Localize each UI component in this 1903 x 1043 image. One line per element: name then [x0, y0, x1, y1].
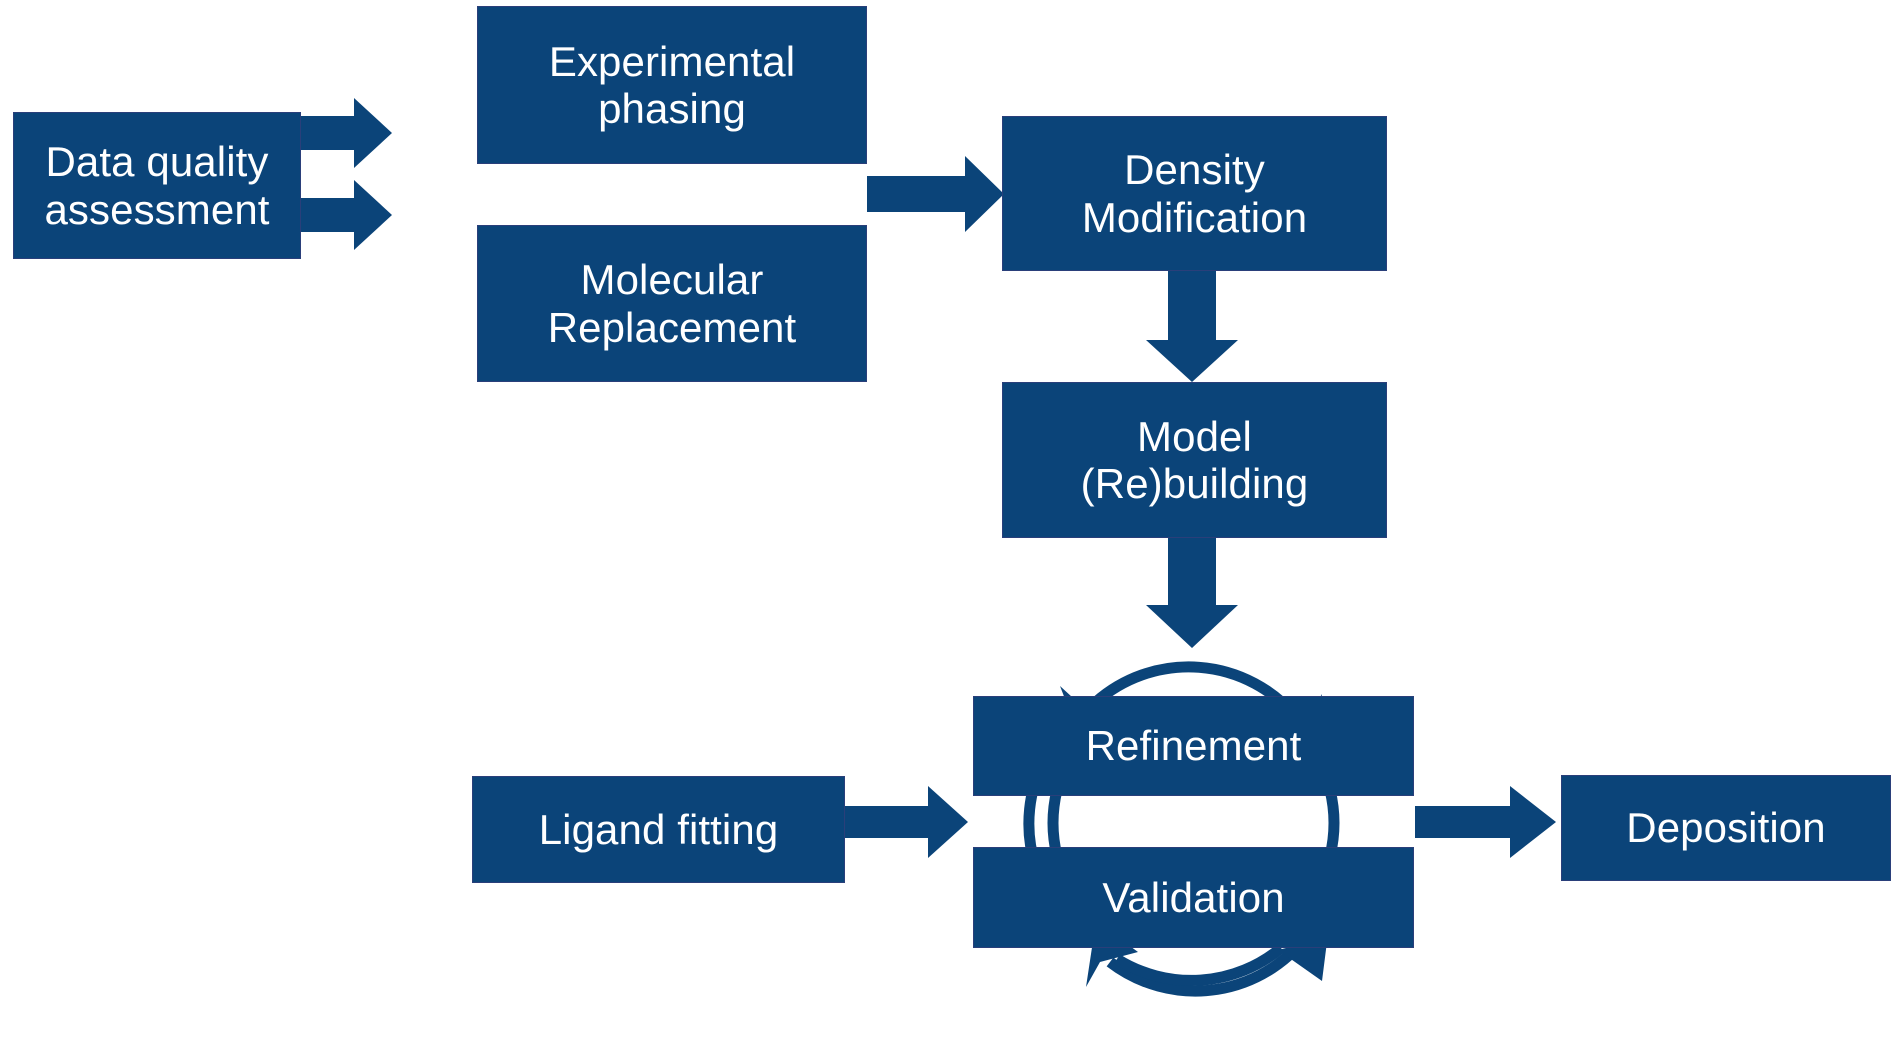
node-label: Ligand fitting [538, 805, 779, 853]
node-deposition[interactable]: Deposition [1561, 775, 1891, 881]
node-molecular-replacement[interactable]: Molecular Replacement [477, 225, 867, 382]
node-label: Data quality assessment [44, 138, 270, 233]
arrow-cycle-to-deposition [1415, 786, 1556, 858]
cycle-arrowhead-4 [1278, 918, 1330, 981]
cycle-arc-4 [1114, 943, 1285, 986]
node-ligand-fitting[interactable]: Ligand fitting [472, 776, 845, 883]
node-model-rebuilding[interactable]: Model (Re)building [1002, 382, 1387, 538]
node-validation[interactable]: Validation [973, 847, 1414, 948]
node-label: Deposition [1626, 804, 1826, 852]
arrow-model-to-cycle [1146, 538, 1238, 648]
arrow-density-to-model [1146, 271, 1238, 382]
node-label: Molecular Replacement [547, 256, 797, 351]
node-refinement[interactable]: Refinement [973, 696, 1414, 796]
node-label: Refinement [1085, 722, 1302, 770]
arrow-phasing-to-density [867, 156, 1004, 232]
node-label: Model (Re)building [1080, 412, 1309, 507]
node-label: Density Modification [1081, 146, 1308, 241]
arrow-ligand-to-cycle [845, 786, 968, 858]
node-density-modification[interactable]: Density Modification [1002, 116, 1387, 271]
node-label: Validation [1102, 873, 1285, 921]
node-data-quality-assessment[interactable]: Data quality assessment [13, 112, 301, 259]
node-experimental-phasing[interactable]: Experimental phasing [477, 6, 867, 164]
arrow-dq-to-molecular [301, 180, 392, 250]
arrow-dq-to-experimental [301, 98, 392, 168]
node-label: Experimental phasing [548, 37, 796, 132]
cycle-arc-2 [1092, 661, 1301, 721]
